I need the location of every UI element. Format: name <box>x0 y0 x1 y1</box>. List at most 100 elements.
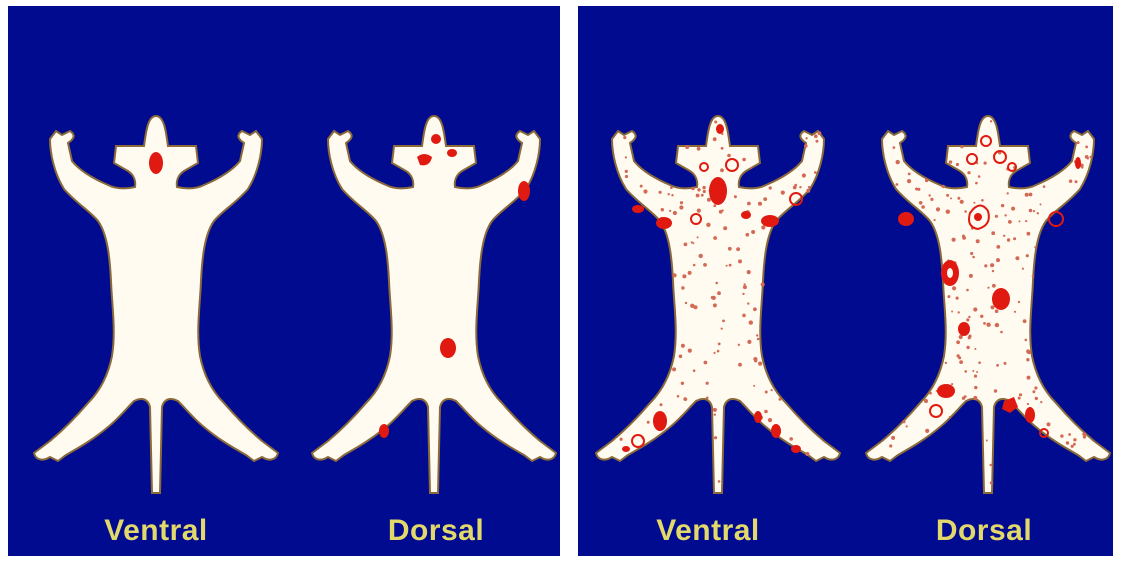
lesion-dot <box>1060 434 1063 437</box>
lesion-dot <box>713 303 717 307</box>
lesion-dot <box>1000 331 1003 334</box>
lesion-dot <box>1003 235 1005 237</box>
lesion-dot <box>714 414 716 416</box>
lesion-dot <box>990 120 992 122</box>
lesion-dot <box>668 193 670 195</box>
lesion-dot <box>799 186 801 188</box>
lesion-dot <box>720 168 724 172</box>
lesion-dot <box>742 314 746 318</box>
lesion-dot <box>1073 438 1076 441</box>
lesion-dot <box>691 241 693 243</box>
lesion-dot <box>972 256 975 259</box>
lesion-dot <box>750 167 752 169</box>
lesion-dot <box>713 408 717 412</box>
lesion-dot <box>693 264 696 267</box>
label-ventral-right: Ventral <box>608 514 808 548</box>
lesion-dot <box>1008 220 1012 224</box>
lesion-dot <box>685 302 687 304</box>
lesion-dot <box>758 362 762 366</box>
lesion-dot <box>1025 220 1027 222</box>
lesion-dot <box>1081 166 1083 168</box>
lesion-dot <box>1011 207 1015 211</box>
lesion-dot <box>697 236 699 238</box>
lesion-dot <box>1071 445 1074 448</box>
lesion-dot <box>987 287 989 289</box>
lesion <box>791 445 801 453</box>
lesion-dot <box>1013 237 1016 240</box>
lesion-dot <box>936 207 940 211</box>
lesion-dot <box>736 247 740 251</box>
lesion-dot <box>768 418 772 422</box>
lesion-dot <box>968 316 970 318</box>
lesion-dot <box>713 236 717 240</box>
lesion-dot <box>974 375 977 378</box>
lesion-dot <box>1027 376 1031 380</box>
lesion-dot <box>1026 254 1029 257</box>
lesion <box>518 181 530 201</box>
lesion <box>149 152 163 174</box>
lesion-dot <box>722 320 725 323</box>
lesion-dot <box>712 296 716 300</box>
lesion-dot <box>726 265 728 267</box>
lesion-dot <box>1001 204 1004 207</box>
lesion-dot <box>960 145 963 148</box>
lesion-dot <box>902 420 905 423</box>
lesion-dot <box>1004 214 1006 216</box>
lesion-dot <box>946 210 950 214</box>
lesion-dot <box>1029 193 1033 197</box>
lesion-dot <box>1035 397 1038 400</box>
label-dorsal-right: Dorsal <box>884 514 1084 548</box>
lesion-dot <box>970 252 973 255</box>
lesion-dot <box>1027 351 1031 355</box>
lesion-dot <box>734 195 737 198</box>
panel-right: Ventral Dorsal <box>578 6 1113 556</box>
lesion-dot <box>688 349 692 353</box>
lesion-dot <box>889 444 892 447</box>
lesion-dot <box>647 421 650 424</box>
lesion-dot <box>984 162 987 165</box>
lesion-dot <box>1026 358 1029 361</box>
lesion-dot <box>1069 180 1072 183</box>
pelt-ventral-left <box>36 101 276 496</box>
lesion-dot <box>703 263 707 267</box>
lesion-dot <box>929 392 932 395</box>
lesion-dot <box>968 336 971 339</box>
lesion-dot <box>691 187 694 190</box>
lesion <box>447 149 457 157</box>
lesion-dot <box>814 171 817 174</box>
lesion-dot <box>956 340 960 344</box>
lesion <box>622 446 630 452</box>
lesion-dot <box>973 202 975 204</box>
lesion-dot <box>996 245 1000 249</box>
lesion-dot <box>995 323 999 327</box>
lesion-dot <box>723 226 727 230</box>
lesion-dot <box>625 175 628 178</box>
lesion-dot <box>640 185 643 188</box>
label-ventral-left: Ventral <box>56 514 256 548</box>
lesion-dot <box>973 307 977 311</box>
lesion <box>974 213 982 221</box>
lesion-dot <box>753 385 755 387</box>
lesion-dot <box>703 190 706 193</box>
lesion-dot <box>958 311 960 313</box>
lesion-dot <box>945 362 947 364</box>
lesion-dot <box>761 282 765 286</box>
lesion-dot <box>1073 443 1076 446</box>
lesion-dot <box>701 194 704 197</box>
lesion-dot <box>1040 401 1042 403</box>
lesion-dot <box>1019 393 1022 396</box>
lesion-dot <box>758 202 762 206</box>
lesion-dot <box>1085 155 1089 159</box>
lesion-dot <box>683 397 687 401</box>
lesion-dot <box>747 302 749 304</box>
lesion-dot <box>763 197 767 201</box>
lesion-dot <box>946 194 949 197</box>
lesion-dot <box>1025 193 1029 197</box>
lesion-dot <box>976 239 980 243</box>
lesion-dot <box>1032 275 1034 277</box>
lesion-dot <box>975 182 978 185</box>
lesion-dot <box>990 464 992 466</box>
lesion <box>379 424 389 438</box>
lesion-dot <box>973 396 977 400</box>
lesion-dot <box>1032 390 1035 393</box>
